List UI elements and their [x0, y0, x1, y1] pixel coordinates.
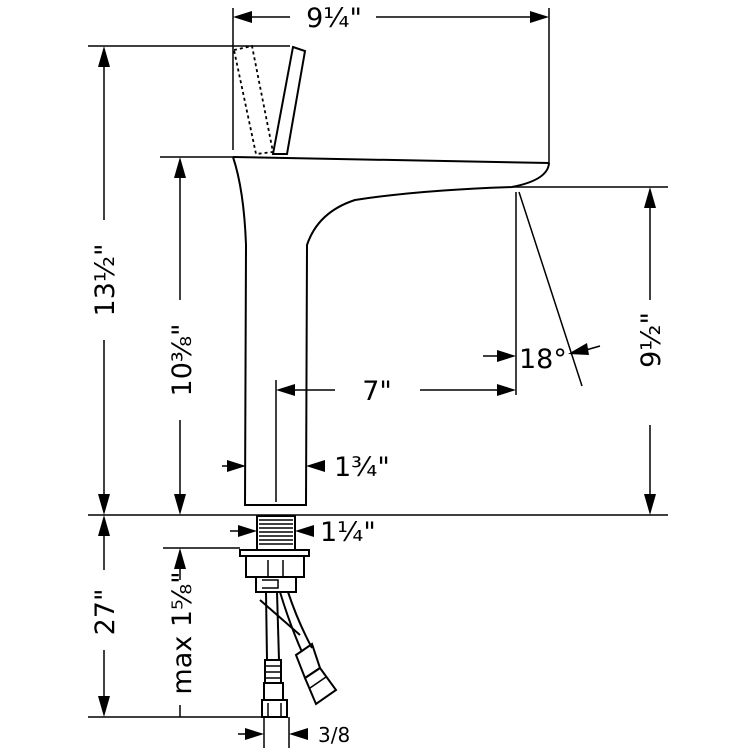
dim-base-width: 1¾" — [222, 452, 390, 483]
dim-max-deck-thickness: max 1⅝" — [163, 547, 240, 717]
dim-shank-diameter: 1¼" — [230, 517, 376, 548]
dim-body-height: 10⅜" — [160, 156, 233, 515]
dim-spray-angle: 18° — [483, 191, 601, 395]
hose-length-label: 27" — [90, 589, 121, 636]
lever-handle — [271, 45, 307, 155]
faucet-body — [232, 156, 550, 506]
dim-reach: 7" — [275, 376, 516, 502]
spout-height-label: 9½" — [636, 312, 667, 368]
base-width-label: 1¾" — [334, 452, 390, 483]
dim-hose-length: 27" — [88, 515, 262, 718]
supply-hoses — [259, 591, 338, 718]
shank-diameter-label: 1¼" — [320, 517, 376, 548]
body-height-label: 10⅜" — [167, 324, 198, 397]
lever-handle-open-position — [232, 44, 275, 155]
dim-total-height: 13½" — [88, 45, 668, 516]
dim-spout-height: 9½" — [512, 186, 668, 515]
max-deck-thickness-label: max 1⅝" — [167, 571, 198, 694]
threaded-shank — [256, 515, 296, 551]
overall-width-label: 9¼" — [306, 3, 362, 34]
total-height-label: 13½" — [90, 244, 121, 317]
mounting-nut — [239, 549, 310, 593]
spray-angle-label: 18° — [519, 344, 567, 375]
connection-size-label: 3/8 — [318, 723, 350, 747]
reach-label: 7" — [362, 376, 392, 407]
dim-connection-size: 3/8 — [238, 717, 350, 748]
dim-overall-width: 9¼" — [232, 3, 550, 163]
